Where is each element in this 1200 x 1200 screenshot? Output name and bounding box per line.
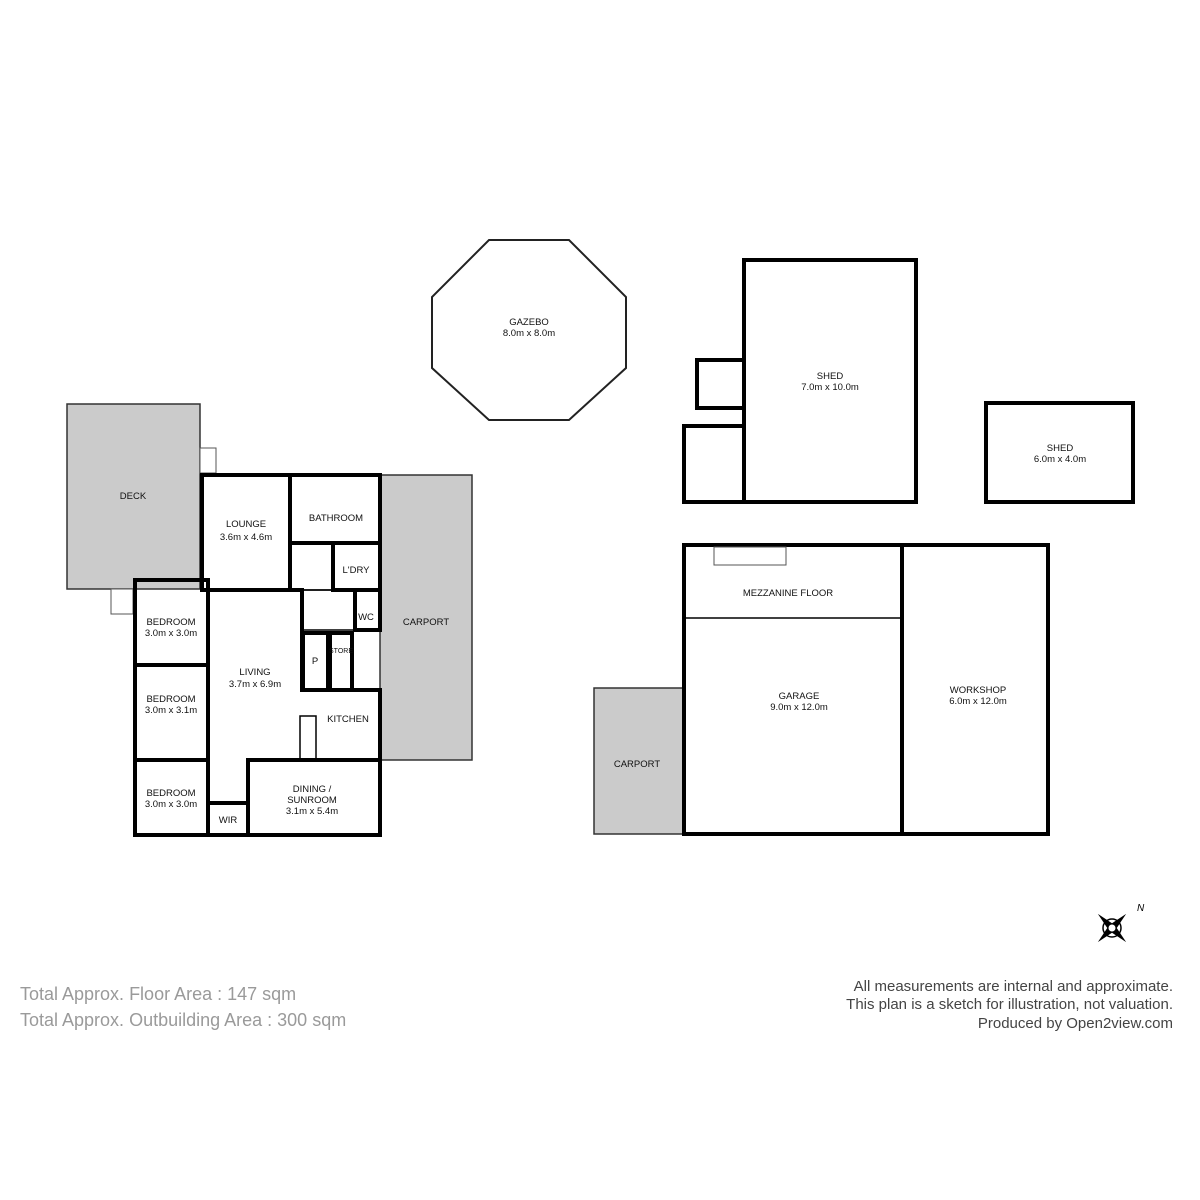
bedroom-1-size: 3.0m x 3.0m: [145, 628, 197, 639]
dining-label-1: DINING /: [293, 784, 332, 795]
shed-small-label: SHED: [1047, 443, 1074, 454]
garage-carport-label: CARPORT: [614, 759, 660, 770]
compass-north-label: N: [1137, 903, 1145, 914]
shed-annex-2: [682, 424, 746, 504]
bathroom-room: [288, 473, 382, 545]
shed-annex-1: [695, 358, 746, 410]
hall-closet: [301, 589, 356, 631]
gazebo-label: GAZEBO: [509, 317, 549, 328]
disclaimer-line-2: This plan is a sketch for illustration, …: [846, 996, 1173, 1013]
outbuilding-area-text: Total Approx. Outbuilding Area : 300 sqm: [20, 1010, 347, 1030]
lounge-label: LOUNGE: [226, 519, 266, 530]
bedroom-3-size: 3.0m x 3.0m: [145, 799, 197, 810]
house-carport-area: [379, 474, 473, 761]
mezzanine-label: MEZZANINE FLOOR: [743, 588, 833, 599]
deck-stairs-icon: [199, 447, 217, 474]
store-room: [328, 631, 354, 692]
gazebo-size: 8.0m x 8.0m: [503, 328, 555, 339]
producer-credit: Produced by Open2view.com: [977, 1015, 1173, 1032]
workshop-size: 6.0m x 12.0m: [949, 696, 1007, 707]
north-compass-icon: [1097, 913, 1127, 943]
shed-large-label: SHED: [817, 371, 844, 382]
wir-label: WIR: [219, 815, 238, 826]
store-label: STORE: [329, 648, 353, 655]
mezzanine-stairs-icon: [713, 546, 787, 566]
disclaimer-line-1: All measurements are internal and approx…: [853, 978, 1173, 995]
garage-carport-area: [593, 687, 685, 835]
wc-room: [353, 588, 382, 632]
dining-label-2: SUNROOM: [287, 795, 337, 806]
dining-room: [246, 758, 382, 837]
bedroom-1-label: BEDROOM: [146, 617, 195, 628]
shed-small: [984, 401, 1135, 504]
pantry-label: P: [312, 656, 318, 667]
dining-size: 3.1m x 5.4m: [286, 806, 338, 817]
workshop-room: [900, 543, 1050, 836]
garage-size: 9.0m x 12.0m: [770, 702, 828, 713]
shed-small-size: 6.0m x 4.0m: [1034, 454, 1086, 465]
garage-label: GARAGE: [779, 691, 820, 702]
workshop-label: WORKSHOP: [950, 685, 1006, 696]
deck-area: [66, 403, 201, 590]
deck-stairs-icon: [110, 588, 134, 615]
living-label: LIVING: [239, 667, 270, 678]
bedroom-3: [133, 758, 210, 837]
bathroom-label: BATHROOM: [309, 513, 363, 524]
living-size: 3.7m x 6.9m: [229, 679, 281, 690]
kitchen-bench: [299, 715, 317, 761]
bedroom-2-label: BEDROOM: [146, 694, 195, 705]
bedroom-3-label: BEDROOM: [146, 788, 195, 799]
deck-label: DECK: [120, 491, 147, 502]
laundry-label: L'DRY: [343, 565, 371, 576]
house-carport-label: CARPORT: [403, 617, 449, 628]
lounge-size: 3.6m x 4.6m: [220, 532, 272, 543]
house-plan: [66, 403, 473, 837]
bedroom-2-size: 3.0m x 3.1m: [145, 705, 197, 716]
kitchen-label: KITCHEN: [327, 714, 369, 725]
wc-label: WC: [358, 612, 374, 623]
hallway: [289, 542, 334, 591]
gazebo-outline: [431, 239, 627, 421]
shed-large-size: 7.0m x 10.0m: [801, 382, 859, 393]
floor-area-text: Total Approx. Floor Area : 147 sqm: [20, 984, 297, 1004]
